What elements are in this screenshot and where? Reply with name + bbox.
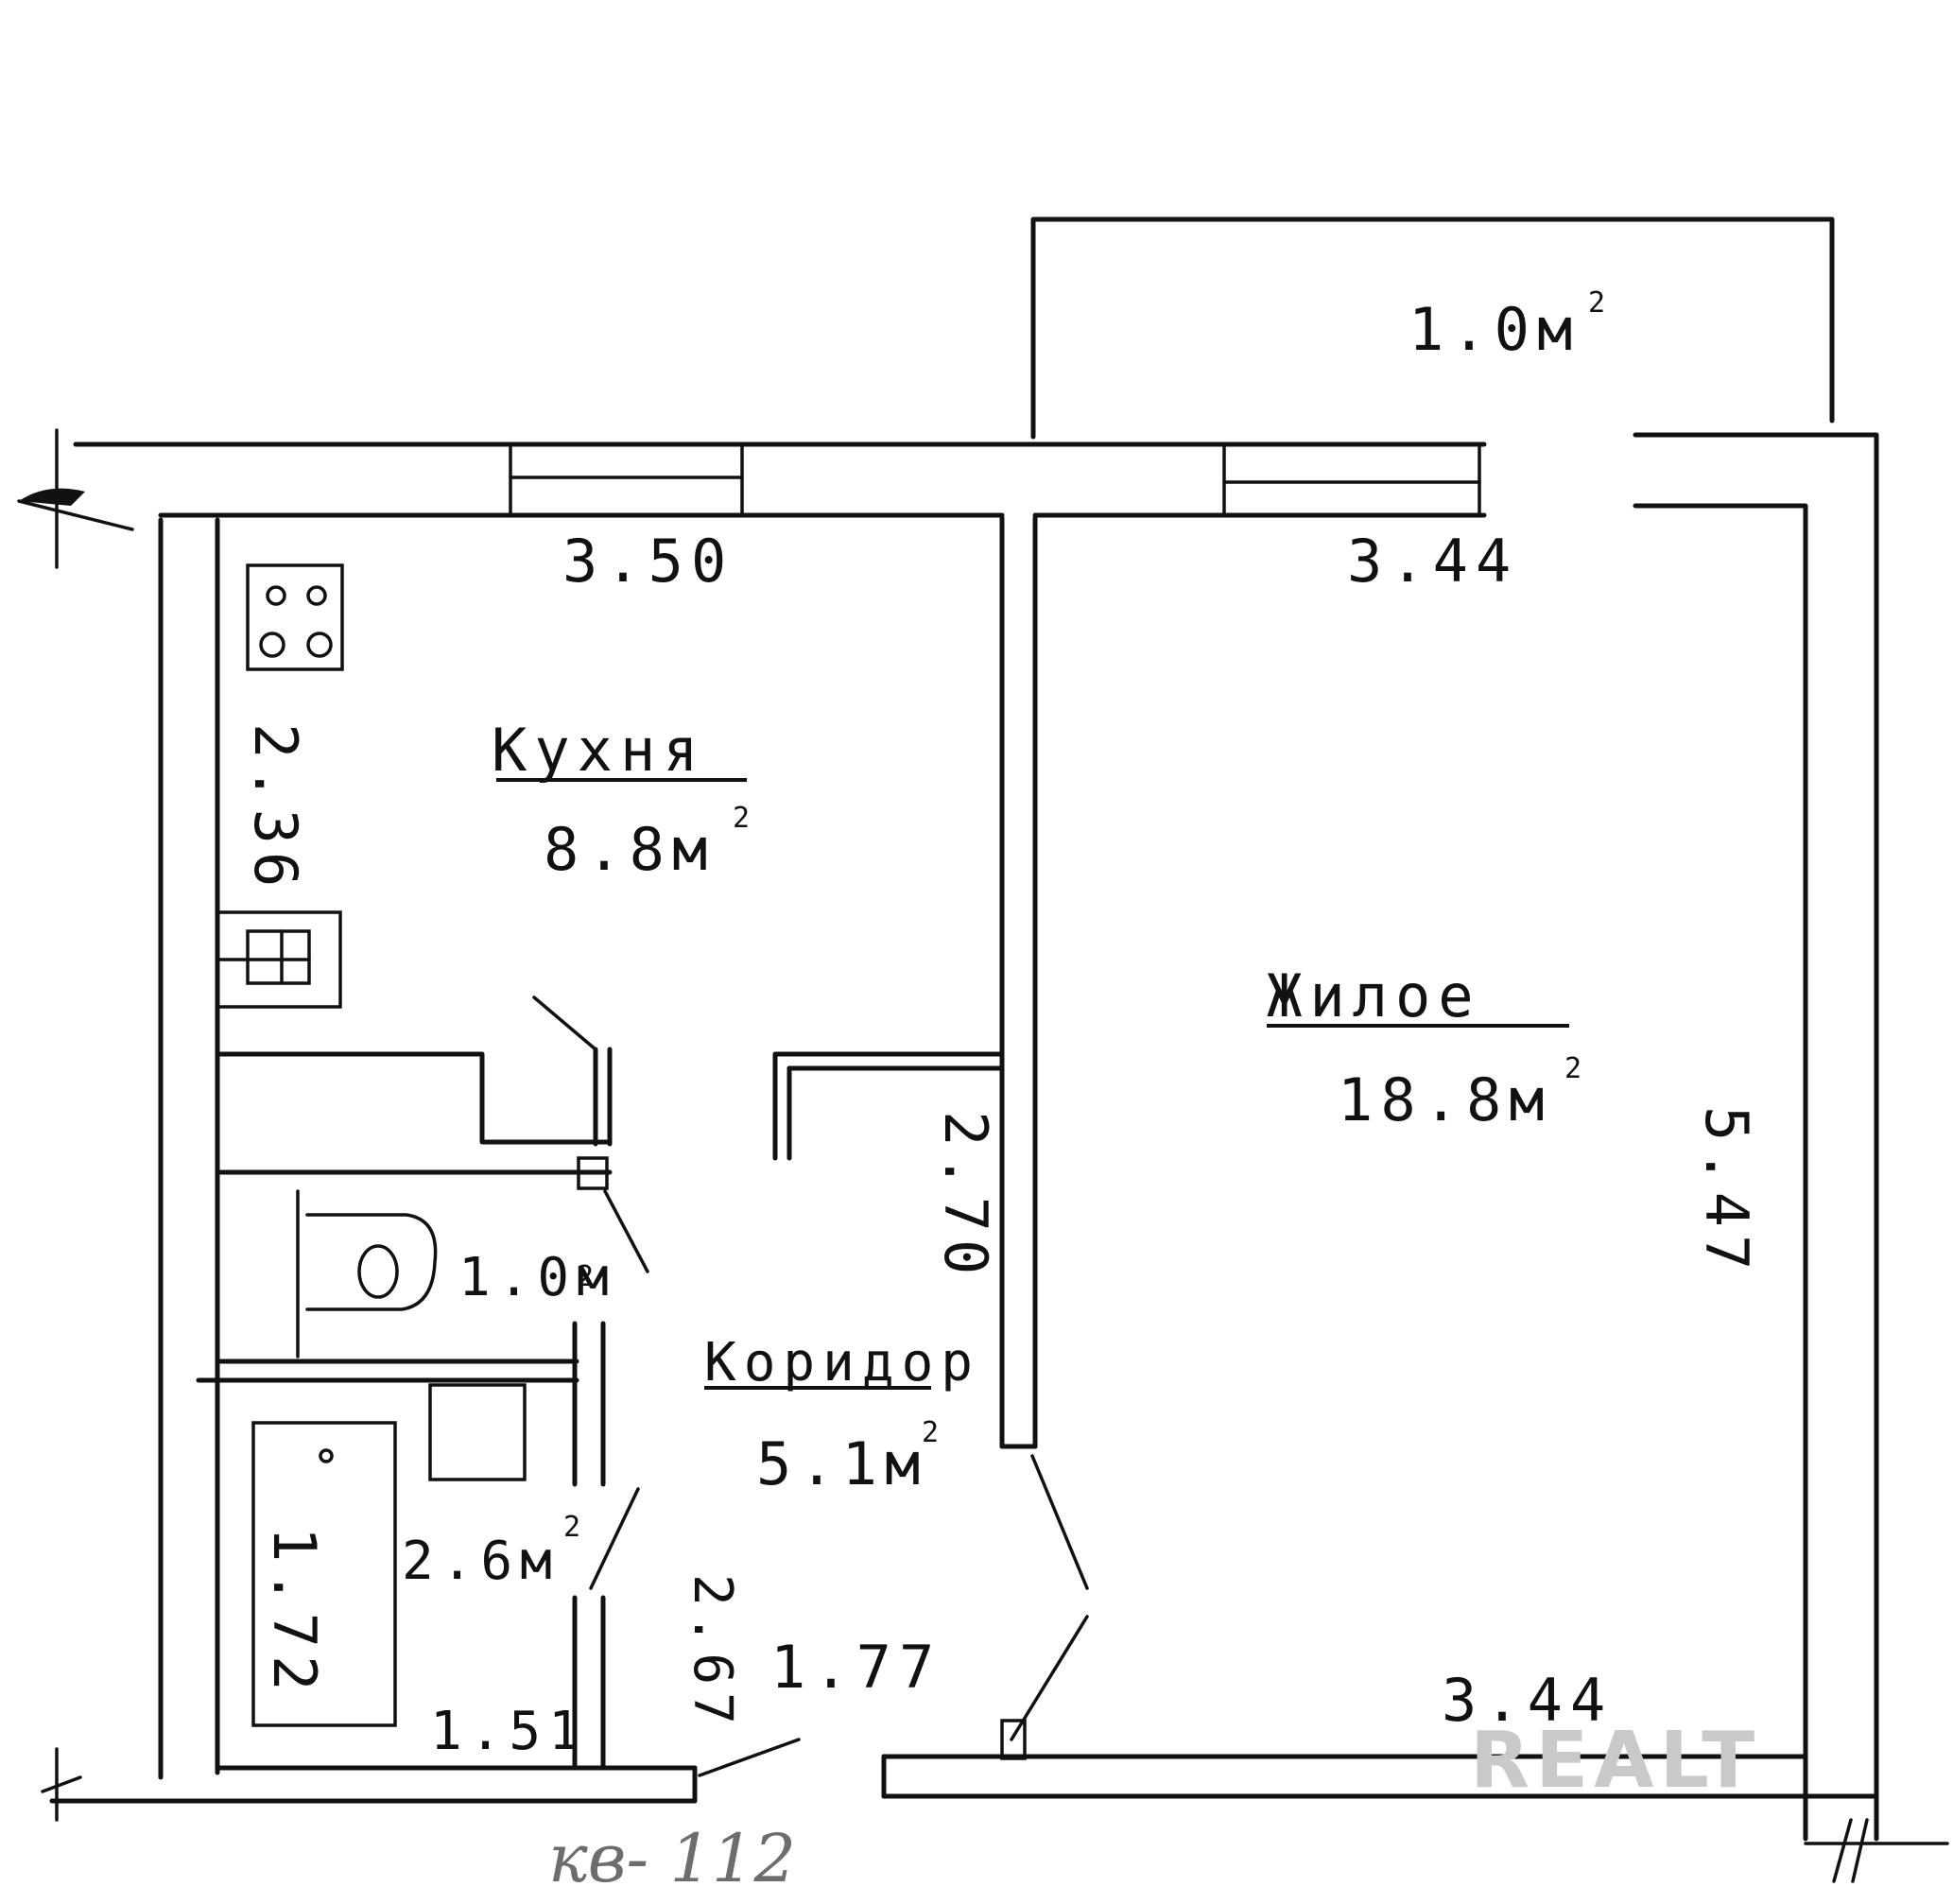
balcony xyxy=(1030,216,1835,440)
sink-icon xyxy=(216,910,342,1009)
stove-icon xyxy=(246,563,344,671)
toilet-label: 1.0м 2 xyxy=(458,1247,616,1308)
dimension-labels: 3.50 3.44 3.44 5.47 2.36 2.70 1.72 1.51 … xyxy=(241,527,1761,1762)
balcony-area-sup: 2 xyxy=(1588,286,1613,320)
axis-marker-top xyxy=(17,428,134,569)
dim-bath-width: 1.51 xyxy=(430,1701,588,1762)
bathroom-area-sup: 2 xyxy=(563,1511,588,1544)
washbasin-icon xyxy=(428,1383,527,1481)
balcony-label: 1.0м 2 xyxy=(1409,286,1613,364)
kitchen-name: Кухня xyxy=(492,716,706,785)
living-area: 18.8м xyxy=(1338,1065,1552,1134)
corridor-label: Коридор 5.1м 2 xyxy=(704,1332,980,1498)
outer-walls xyxy=(49,432,1879,1842)
bathtub-icon xyxy=(251,1421,397,1727)
dim-bath-wall: 2.67 xyxy=(682,1574,743,1732)
kitchen-area: 8.8м xyxy=(544,815,715,884)
corridor-name: Коридор xyxy=(704,1332,980,1393)
toilet-icon xyxy=(296,1189,438,1359)
axis-marker-right xyxy=(1804,1818,1949,1883)
living-window xyxy=(1222,442,1481,517)
living-name: Жилое xyxy=(1267,961,1481,1030)
apartment-number: кв- 112 xyxy=(548,1820,796,1897)
dim-kitchen-length: 2.36 xyxy=(241,723,310,894)
bathroom-area: 2.6м xyxy=(402,1531,560,1592)
axis-marker-bottom xyxy=(41,1747,82,1822)
kitchen-window xyxy=(509,442,744,517)
dim-corridor-width: 1.77 xyxy=(770,1633,942,1702)
dim-bath-length: 1.72 xyxy=(260,1527,329,1698)
living-label: Жилое 18.8м 2 xyxy=(1267,961,1589,1134)
living-area-sup: 2 xyxy=(1564,1052,1589,1085)
partition-walls xyxy=(196,515,1089,1771)
toilet-area: 1.0м xyxy=(458,1247,616,1308)
dim-living-width-bottom: 3.44 xyxy=(1442,1666,1613,1735)
dim-kitchen-width: 3.50 xyxy=(562,527,734,596)
dim-living-length: 5.47 xyxy=(1692,1106,1761,1277)
balcony-area: 1.0м xyxy=(1409,295,1580,364)
kitchen-area-sup: 2 xyxy=(733,802,757,835)
dim-corridor-length: 2.70 xyxy=(931,1111,1000,1282)
watermark-logo: REALT xyxy=(1470,1716,1760,1806)
dim-living-width-top: 3.44 xyxy=(1347,527,1518,596)
toilet-area-sup: 2 xyxy=(577,1260,601,1293)
corridor-area-sup: 2 xyxy=(922,1416,946,1449)
bathroom-label: 2.6м 2 xyxy=(402,1511,588,1592)
corridor-area: 5.1м xyxy=(756,1429,927,1498)
kitchen-label: Кухня 8.8м 2 xyxy=(492,716,757,884)
